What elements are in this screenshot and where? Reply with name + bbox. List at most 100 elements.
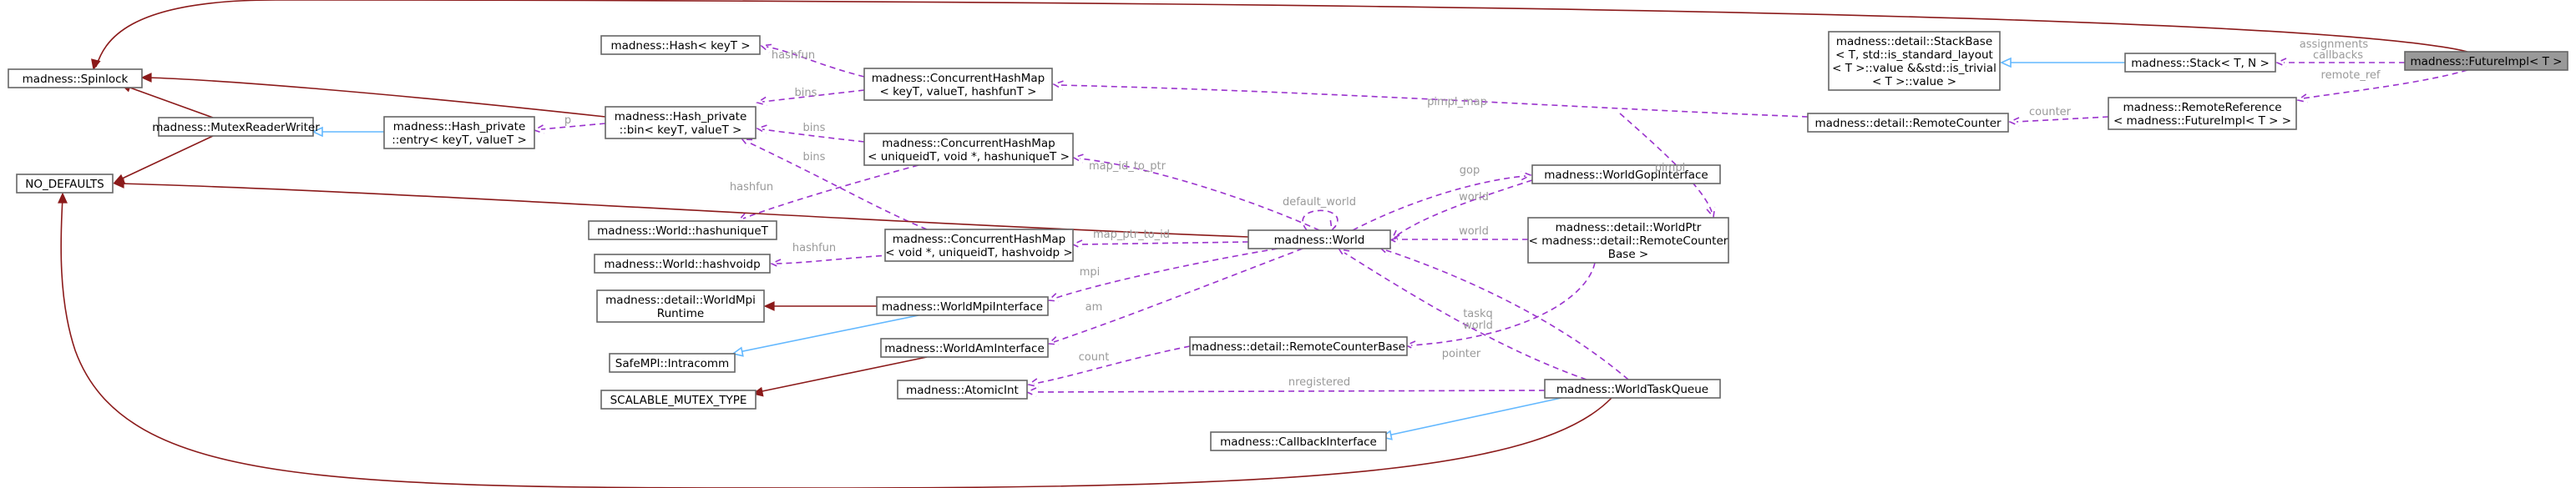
edge-label-map-id-to-ptr: map_id_to_ptr [1089, 160, 1167, 173]
class-node-world-mpi-iface[interactable]: madness::WorldMpiInterface [876, 296, 1049, 316]
arrowhead-dep [1025, 387, 1037, 397]
class-node-label: madness::ConcurrentHashMap [893, 233, 1065, 246]
class-node-label: madness::WorldTaskQueue [1556, 383, 1708, 396]
edge-dep [760, 43, 865, 78]
edge-dep [1352, 170, 1532, 231]
class-node-label: < void *, uniqueidT, hashvoidp > [885, 246, 1072, 259]
edge-label-remote-ref: remote_ref [2321, 69, 2381, 82]
edge-dep [1025, 387, 1546, 397]
class-node-no-defaults[interactable]: NO_DEFAULTS [16, 174, 114, 194]
class-node-label: SCALABLE_MUTEX_TYPE [610, 394, 747, 407]
class-node-hashuniquet[interactable]: madness::World::hashuniqueT [588, 220, 777, 240]
arrowhead-dep [756, 124, 767, 134]
class-node-remote-counter-base[interactable]: madness::detail::RemoteCounterBase [1189, 336, 1408, 356]
arrowhead-dep [741, 138, 753, 148]
edge-usage [58, 192, 1612, 488]
edge-dep [1072, 153, 1320, 231]
class-node-world-ptr[interactable]: madness::detail::WorldPtr< madness::deta… [1527, 217, 1729, 264]
class-node-label: ::entry< keyT, valueT > [392, 133, 527, 147]
edge-label-am: am [1086, 301, 1103, 314]
class-node-chm-ptr[interactable]: madness::ConcurrentHashMap< void *, uniq… [884, 229, 1074, 262]
class-node-label: madness::Hash_private [393, 120, 526, 133]
edge-label-world-task: world [1463, 319, 1493, 332]
edge-label-taskq: taskq [1463, 308, 1493, 320]
edge-dep [1047, 248, 1303, 345]
class-node-chm-uid[interactable]: madness::ConcurrentHashMap< uniqueidT, v… [863, 133, 1074, 166]
class-node-spinlock[interactable]: madness::Spinlock [8, 68, 143, 88]
class-node-label: Runtime [657, 307, 704, 320]
edge-label-bins-2: bins [803, 122, 826, 134]
class-node-label: madness::ConcurrentHashMap [882, 137, 1055, 150]
arrowhead-dep [1338, 248, 1350, 259]
edge-dep [770, 254, 903, 269]
arrowhead-usage [58, 192, 68, 204]
edge-dep [1052, 80, 1809, 118]
edge-label-counter: counter [2029, 106, 2072, 118]
edge-label-hashfun-hash: hashfun [772, 49, 815, 62]
arrowhead-dep [1047, 336, 1060, 345]
class-node-label: madness::RemoteReference [2123, 101, 2281, 114]
arrowhead-inherit [311, 126, 323, 138]
edge-label-bins-3: bins [803, 151, 826, 164]
arrowhead-dep [736, 213, 749, 222]
edge-label-world-ptr: world [1459, 225, 1489, 238]
edge-usage [91, 0, 2468, 71]
edge-dep [1338, 248, 1587, 380]
class-node-label: madness::detail::RemoteCounter [1814, 117, 2002, 130]
arrowhead-dep [760, 43, 772, 53]
class-node-task-queue[interactable]: madness::WorldTaskQueue [1544, 379, 1721, 399]
class-node-intracomm[interactable]: SafeMPI::Intracomm [609, 353, 736, 373]
edge-dep [1390, 179, 1533, 241]
arrowhead-dep [756, 96, 767, 107]
class-node-stack[interactable]: madness::Stack< T, N > [2124, 53, 2276, 73]
arrowhead-usage [113, 179, 124, 189]
class-node-atomic-int[interactable]: madness::AtomicInt [897, 380, 1028, 400]
class-node-hash-private-entry[interactable]: madness::Hash_private::entry< keyT, valu… [383, 116, 535, 149]
class-node-world[interactable]: madness::World [1248, 229, 1391, 249]
class-node-hash-keyt[interactable]: madness::Hash< keyT > [600, 35, 761, 55]
class-node-remote-counter[interactable]: madness::detail::RemoteCounter [1807, 113, 2009, 133]
edge-dep [1071, 239, 1249, 249]
class-node-scalable-mutex[interactable]: SCALABLE_MUTEX_TYPE [600, 390, 757, 410]
edge-label-hashfun-unique: hashfun [730, 181, 773, 194]
edge-dep [1302, 209, 1339, 232]
class-node-world-am[interactable]: madness::WorldAmInterface [880, 338, 1049, 358]
edge-inherit [1380, 397, 1562, 440]
class-node-callback-iface[interactable]: madness::CallbackInterface [1210, 431, 1387, 451]
class-node-label: madness::FutureImpl< T > [2411, 55, 2563, 68]
class-node-label: madness::WorldGopInterface [1544, 169, 1708, 182]
class-node-mutex-rw[interactable]: madness::MutexReaderWriter [152, 117, 320, 137]
class-node-label: madness::detail::StackBase [1836, 35, 1992, 48]
class-node-label: madness::Hash< keyT > [610, 39, 750, 53]
edge-usage [119, 83, 214, 118]
arrowhead-inherit [731, 346, 744, 357]
edge-label-nregistered: nregistered [1288, 376, 1350, 389]
edge-dep [1379, 246, 1629, 380]
arrowhead-dep [2296, 93, 2308, 103]
class-node-hash-private-bin[interactable]: madness::Hash_private::bin< keyT, valueT… [605, 106, 757, 139]
class-node-label: < madness::detail::RemoteCounter [1529, 234, 1728, 248]
class-node-chm-key-value[interactable]: madness::ConcurrentHashMap< keyT, valueT… [863, 68, 1053, 101]
edge-label-default-world: default_world [1283, 196, 1356, 209]
class-node-label: madness::World [1274, 234, 1365, 247]
class-node-label: madness::WorldAmInterface [884, 342, 1045, 355]
class-node-label: madness::AtomicInt [906, 384, 1019, 397]
arrowhead-dep [1027, 378, 1039, 388]
class-node-label: madness::World::hashvoidp [604, 258, 760, 271]
edge-label-pimpl-map: pimpl_map [1427, 96, 1487, 108]
class-node-label: < T >::value > [1872, 75, 1956, 88]
edge-dep [1027, 345, 1191, 388]
class-node-label: ::bin< keyT, valueT > [620, 123, 742, 137]
class-node-label: madness::detail::RemoteCounterBase [1192, 340, 1405, 354]
class-node-label: madness::ConcurrentHashMap [872, 72, 1045, 85]
class-node-hashvoidp[interactable]: madness::World::hashvoidp [594, 254, 771, 274]
arrowhead-dep [1052, 80, 1064, 90]
class-node-future-impl[interactable]: madness::FutureImpl< T > [2404, 51, 2568, 71]
class-node-label: NO_DEFAULTS [25, 178, 104, 191]
class-node-stackbase[interactable]: madness::detail::StackBase< T, std::is_s… [1828, 31, 2001, 91]
edge-label-pimpl: pimpl [1655, 162, 1685, 174]
class-node-world-gop[interactable]: madness::WorldGopInterface [1531, 164, 1721, 184]
edge-inherit [311, 126, 384, 138]
class-node-remote-reference[interactable]: madness::RemoteReference< madness::Futur… [2108, 97, 2297, 130]
